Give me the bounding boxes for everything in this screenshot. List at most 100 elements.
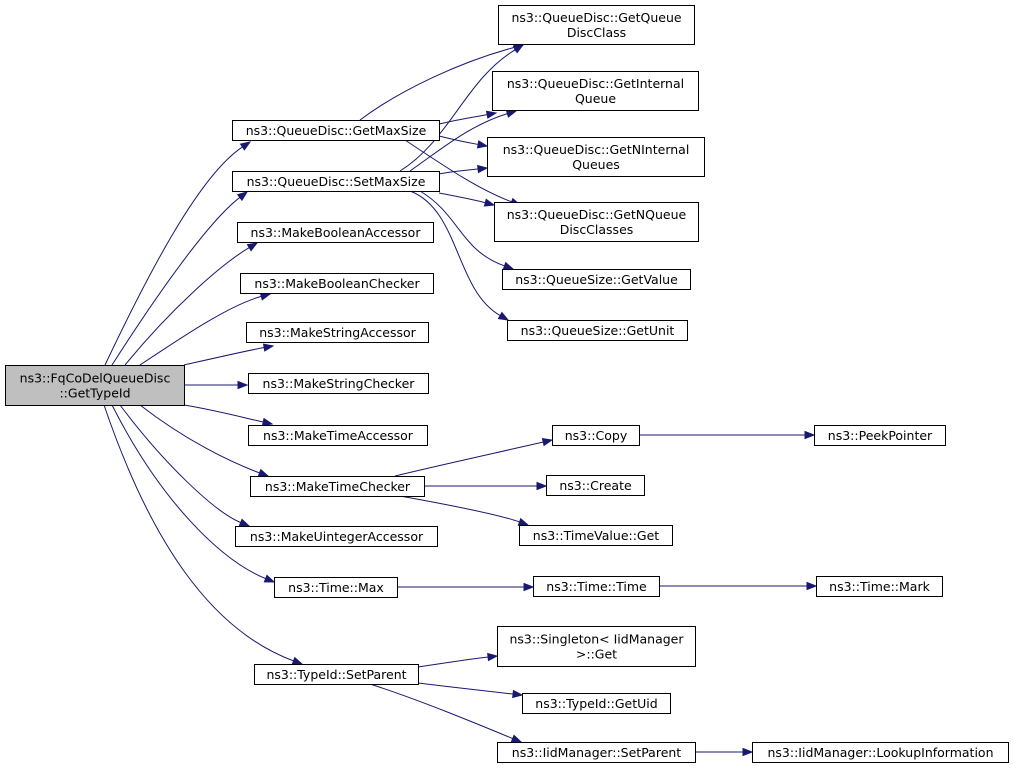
- edge-n2-to-n13: [409, 109, 518, 172]
- edge-n0-to-n2: [111, 191, 249, 366]
- node-label: >::Get: [576, 647, 617, 662]
- function-node[interactable]: ns3::IidManager::SetParent: [497, 742, 696, 763]
- edge-line: [417, 656, 489, 668]
- node-box: [546, 475, 645, 496]
- node-label: ns3::Create: [559, 478, 632, 493]
- arrowhead-icon: [742, 747, 754, 757]
- edges-layer: [103, 43, 818, 757]
- function-node[interactable]: ns3::TypeId::GetUid: [522, 693, 671, 714]
- function-node[interactable]: ns3::Time::Mark: [816, 576, 943, 597]
- edge-line: [359, 46, 515, 121]
- function-node[interactable]: ns3::QueueDisc::SetMaxSize: [232, 171, 440, 192]
- node-box: [232, 171, 440, 192]
- edge-n0-to-n6: [184, 380, 249, 390]
- arrowhead-icon: [510, 734, 523, 743]
- edge-line: [399, 495, 520, 523]
- function-node[interactable]: ns3::Time::Time: [533, 576, 660, 597]
- edge-line: [399, 49, 516, 172]
- edge-line: [111, 404, 266, 580]
- edge-line: [369, 683, 513, 740]
- edge-n0-to-n7: [183, 404, 274, 427]
- node-label: ns3::IidManager::SetParent: [512, 745, 682, 760]
- root-node: ns3::FqCoDelQueueDisc::GetTypeId: [5, 365, 185, 406]
- node-label: ns3::PeekPointer: [828, 428, 933, 443]
- node-box: [507, 320, 688, 341]
- edge-n8-to-n18: [394, 438, 554, 477]
- node-box: [240, 273, 434, 294]
- edge-line: [139, 295, 262, 366]
- edge-n11-to-n25: [417, 682, 524, 699]
- arrowhead-icon: [236, 191, 249, 202]
- node-box: [235, 526, 438, 547]
- node-label: ns3::MakeBooleanAccessor: [251, 225, 422, 240]
- node-label: ns3::Time::Mark: [829, 579, 930, 594]
- function-node[interactable]: ns3::Singleton< IidManager>::Get: [497, 626, 696, 667]
- node-box: [502, 269, 691, 290]
- arrowhead-icon: [239, 141, 252, 151]
- function-node[interactable]: ns3::QueueSize::GetValue: [502, 269, 691, 290]
- function-node[interactable]: ns3::TypeId::SetParent: [254, 664, 419, 685]
- node-box: [814, 425, 946, 446]
- node-box: [494, 202, 699, 242]
- edge-line: [183, 404, 264, 423]
- function-node[interactable]: ns3::IidManager::LookupInformation: [752, 742, 1009, 763]
- function-node[interactable]: ns3::QueueDisc::GetMaxSize: [232, 120, 440, 141]
- edge-line: [419, 190, 505, 267]
- node-box: [487, 137, 705, 177]
- node-label: ns3::QueueDisc::GetNQueue: [507, 207, 687, 222]
- node-label: ns3::QueueDisc::GetInternal: [507, 76, 684, 91]
- node-box: [498, 5, 695, 45]
- arrowhead-icon: [476, 140, 489, 149]
- edge-n2-to-n15: [438, 192, 496, 207]
- edge-line: [417, 682, 514, 695]
- arrowhead-icon: [806, 581, 818, 591]
- edge-line: [103, 404, 294, 662]
- node-box: [274, 577, 398, 598]
- node-box: [232, 120, 440, 141]
- arrowhead-icon: [237, 380, 249, 390]
- edge-n0-to-n1: [104, 141, 252, 366]
- arrowhead-icon: [485, 110, 498, 119]
- node-label: ns3::FqCoDelQueueDisc: [20, 371, 171, 386]
- edge-n26-to-n27: [695, 747, 754, 757]
- function-node[interactable]: ns3::Time::Max: [274, 577, 398, 598]
- node-box: [254, 664, 419, 685]
- arrowhead-icon: [259, 292, 272, 301]
- arrowhead-icon: [261, 417, 274, 427]
- edge-n1-to-n14: [438, 135, 489, 149]
- function-node[interactable]: ns3::MakeUintegerAccessor: [235, 526, 438, 547]
- edge-n0-to-n10: [111, 404, 276, 583]
- function-node[interactable]: ns3::Create: [546, 475, 645, 496]
- node-box: [497, 626, 696, 667]
- function-node[interactable]: ns3::MakeTimeAccessor: [248, 425, 428, 446]
- function-node[interactable]: ns3::MakeStringAccessor: [246, 322, 429, 343]
- edge-line: [438, 135, 479, 145]
- function-node[interactable]: ns3::MakeBooleanAccessor: [237, 222, 434, 243]
- function-node[interactable]: ns3::QueueSize::GetUnit: [507, 320, 688, 341]
- function-node[interactable]: ns3::MakeBooleanChecker: [240, 273, 434, 294]
- function-node[interactable]: ns3::TimeValue::Get: [519, 525, 673, 546]
- edge-n0-to-n5: [183, 343, 275, 366]
- function-node[interactable]: ns3::PeekPointer: [814, 425, 946, 446]
- node-box: [519, 525, 673, 546]
- node-label: ns3::MakeTimeChecker: [265, 479, 411, 494]
- node-label: Queue: [575, 91, 616, 106]
- node-box: [248, 373, 429, 394]
- function-node[interactable]: ns3::MakeStringChecker: [248, 373, 429, 394]
- node-label: ns3::QueueSize::GetUnit: [521, 323, 675, 338]
- arrowhead-icon: [536, 481, 548, 491]
- node-label: ns3::QueueDisc::GetNInternal: [503, 142, 690, 157]
- node-label: Queues: [572, 157, 620, 172]
- node-label: ns3::QueueSize::GetValue: [515, 272, 678, 287]
- node-label: ::GetTypeId: [59, 386, 130, 401]
- function-node[interactable]: ns3::MakeTimeChecker: [250, 476, 425, 497]
- node-box: [497, 742, 696, 763]
- function-node[interactable]: ns3::Copy: [552, 425, 640, 446]
- arrowhead-icon: [262, 343, 275, 352]
- arrowhead-icon: [541, 438, 554, 447]
- nodes-layer: ns3::FqCoDelQueueDisc::GetTypeId ns3::Que…: [5, 5, 1009, 763]
